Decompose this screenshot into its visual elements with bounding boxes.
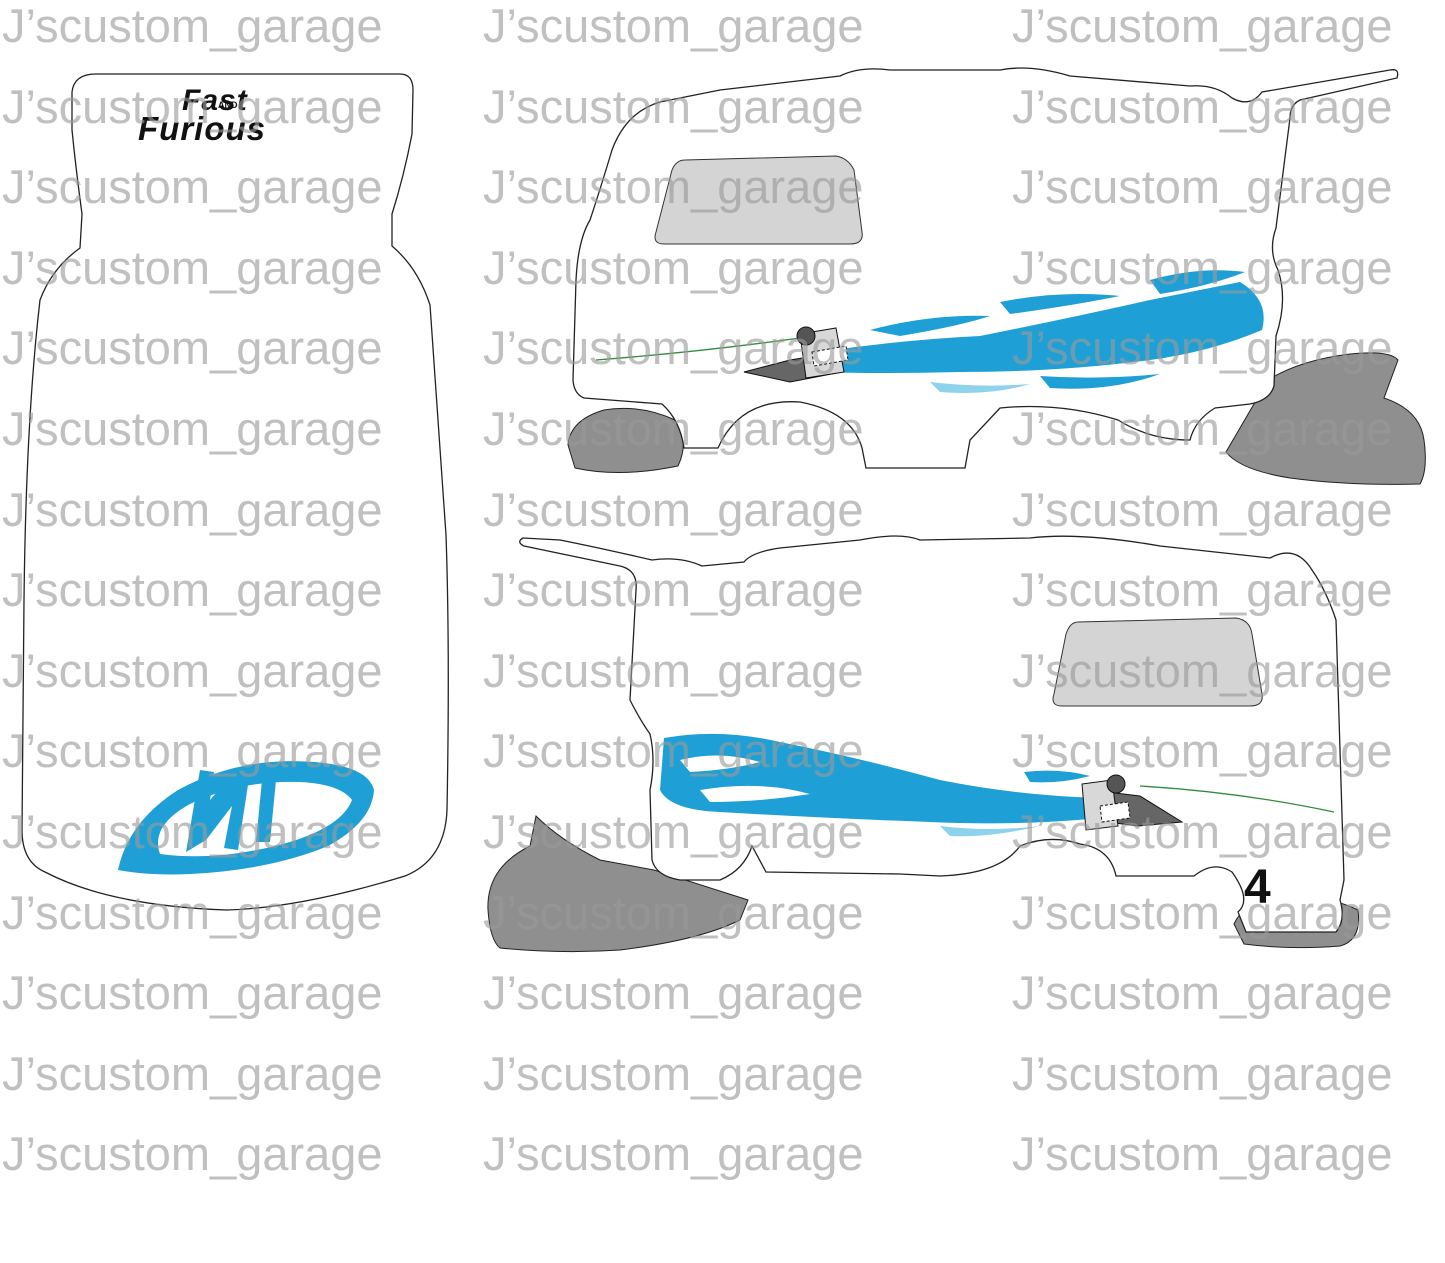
top-van-fender-left <box>567 407 684 474</box>
bottom-van-flames <box>660 733 1100 837</box>
top-van-fender-right <box>1225 352 1426 485</box>
mj-logo-icon <box>118 761 374 875</box>
bottom-van-antenna <box>1139 785 1335 813</box>
top-van-flames <box>820 270 1264 393</box>
logo-line-fast: Fast <box>182 84 248 117</box>
bottom-van-rider <box>1081 774 1184 831</box>
logo-line-and: AND <box>218 100 238 110</box>
racing-number: 4 <box>1244 861 1271 914</box>
hood-panel <box>21 73 449 911</box>
fast-furious-logo: Fast AND Furious <box>138 84 368 148</box>
top-van-antenna <box>595 337 801 361</box>
top-van-rider <box>743 326 849 383</box>
bottom-van-fender-left <box>487 814 749 953</box>
logo-line-furious: Furious <box>138 110 266 147</box>
top-van-window <box>654 155 863 245</box>
bottom-van-window <box>1052 617 1263 707</box>
